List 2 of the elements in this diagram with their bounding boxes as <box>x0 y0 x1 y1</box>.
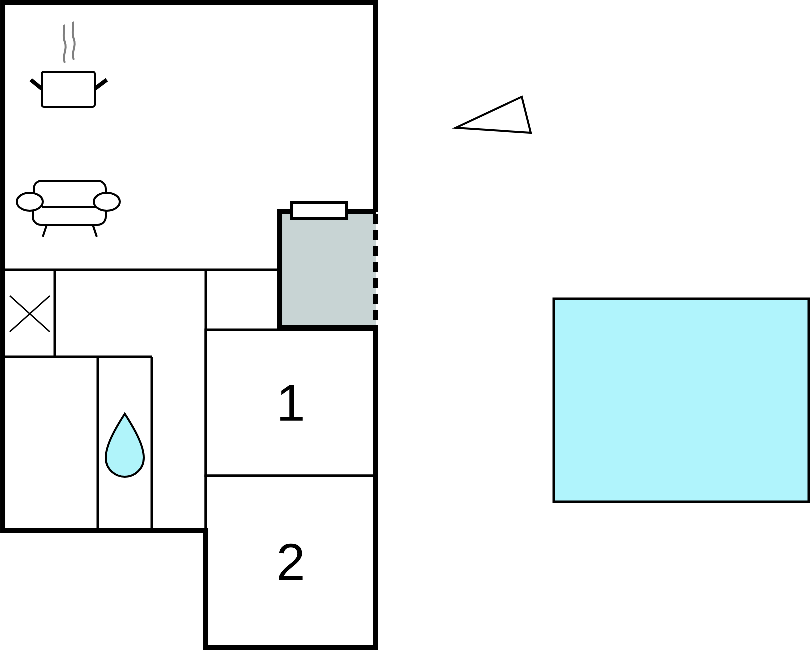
room: 2 <box>204 474 378 650</box>
room: 1 <box>204 328 378 478</box>
